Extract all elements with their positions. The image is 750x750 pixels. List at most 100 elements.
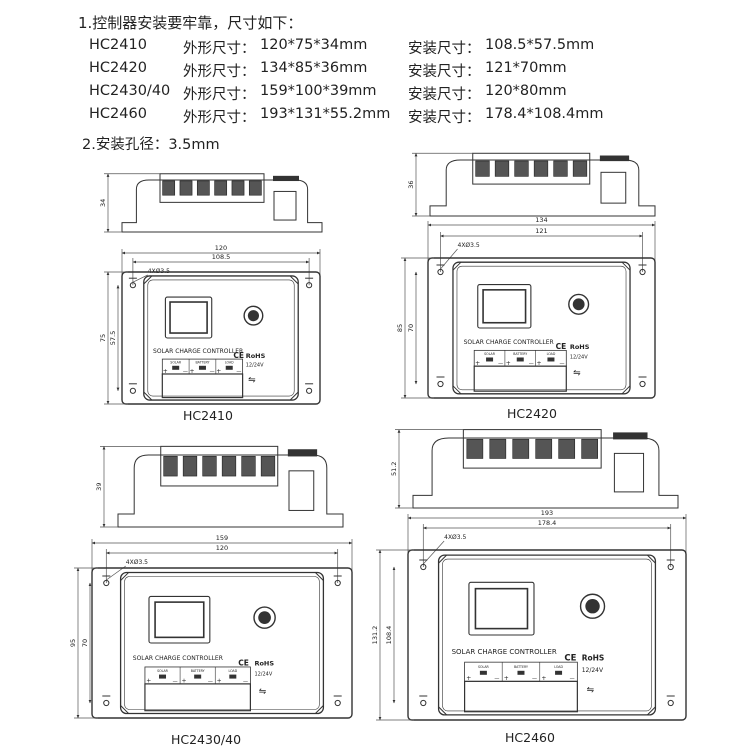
- diagram-2-corner: [621, 261, 631, 271]
- diagram-1-terminal-screw: [179, 180, 193, 196]
- diagram-2-display: [482, 289, 527, 324]
- spec-heading: 1.控制器安装要牢靠，尺寸如下：: [78, 14, 303, 32]
- diagram-3-controller-label: SOLAR CHARGE CONTROLLER: [133, 655, 223, 662]
- diagram-4-caption: HC2460: [505, 730, 555, 745]
- diagram-4-flange: [407, 549, 687, 721]
- diagram-3-terminal-minus: —: [208, 679, 213, 685]
- diagram-4-width-dim-label: 193: [541, 509, 553, 517]
- diagram-2-hole-label: 4XØ3.5: [458, 242, 480, 249]
- diagram-3-voltage-label: 12/24V: [254, 671, 272, 677]
- diagram-1-terminal-plus: +: [163, 368, 168, 375]
- diagram-3-caption: HC2430/40: [171, 732, 241, 747]
- diagram-2-terminal-plus: +: [506, 360, 511, 367]
- diagram-1-corner: [289, 275, 299, 285]
- diagram-4-depth-dim-label: 131.2: [371, 626, 379, 645]
- diagram-2-mount-hole: [437, 380, 444, 388]
- diagram-3-ce-mark: CE: [238, 659, 249, 668]
- diagram-2-corner: [452, 261, 462, 271]
- diagram-1-corner: [143, 391, 153, 401]
- diagram-4-terminal-name: BATTERY: [514, 665, 528, 669]
- diagram-2-terminal-screw: [572, 160, 588, 177]
- diagram-3-terminal-plus: +: [181, 678, 186, 685]
- diagram-2-terminal-plus: +: [536, 360, 541, 367]
- diagram-3-terminal-screw: [260, 455, 276, 477]
- diagram-1-side-view: [121, 173, 323, 233]
- diagram-1-depth-dim-label: 75: [99, 334, 107, 342]
- diagram-4-display-outer: [468, 581, 535, 636]
- spec-outer-value: 134*85*36mm: [260, 60, 368, 76]
- spec-outer-label: 外形尺寸：: [183, 64, 256, 80]
- diagram-2-cable-recess: [473, 365, 567, 392]
- diagram-4-button: [585, 599, 600, 614]
- diagram-2-body-inner: [456, 265, 627, 391]
- diagram-1-terminal-name: BATTERY: [195, 361, 209, 365]
- diagram-1-terminal-name: LOAD: [225, 361, 234, 365]
- diagram-1-terminal-symbol: [172, 365, 180, 370]
- diagram-1-mount-hole: [306, 387, 313, 394]
- diagram-3-terminal-screw: [163, 455, 178, 477]
- diagram-3-body-inner: [124, 576, 320, 710]
- diagram-3-terminal-screw: [182, 455, 198, 477]
- diagram-4-terminal-name: SOLAR: [478, 665, 490, 669]
- diagram-4-height-dim-label: 51.2: [390, 462, 398, 476]
- diagram-1-usb-cap: [273, 175, 299, 182]
- diagram-2-mount-hole: [437, 268, 444, 276]
- diagram-2-terminal-symbol: [547, 357, 555, 362]
- diagram-3-cable-recess: [144, 683, 251, 712]
- diagram-1-width-dim-label: 120: [215, 244, 227, 252]
- diagram-1-usb-box: [273, 190, 297, 221]
- diagram-3-terminal-plus: +: [146, 678, 151, 685]
- diagram-1-hole-leader: [132, 274, 148, 283]
- diagram-2-body: [452, 261, 631, 395]
- diagram-3-terminal-symbol: [229, 674, 237, 679]
- spec-mount-value: 178.4*108.4mm: [485, 106, 604, 122]
- diagram-4-terminal-screw: [489, 438, 507, 459]
- diagram-4-terminal-minus: —: [532, 676, 537, 682]
- diagram-2-terminal-name: SOLAR: [484, 352, 496, 356]
- spec-mount-value: 121*70mm: [485, 60, 567, 76]
- diagram-3-corner: [315, 705, 324, 714]
- spec-outer-value: 193*131*55.2mm: [260, 106, 391, 122]
- diagram-1-mount-hole: [129, 387, 136, 394]
- diagram-3-terminal-plus: +: [217, 678, 222, 685]
- diagram-3-terminal-symbol: [194, 674, 202, 679]
- diagram-1-button-ring: [243, 305, 264, 326]
- diagram-1-terminal-screw: [196, 180, 210, 196]
- diagram-4-ce-mark: CE: [564, 654, 576, 664]
- diagram-1-terminal-screw: [231, 180, 245, 196]
- diagram-1-terminal-minus: —: [236, 369, 241, 375]
- diagram-2-width-dim-label: 134: [535, 216, 547, 224]
- diagram-3-display-outer: [148, 595, 211, 644]
- diagram-4-terminal-symbol: [479, 670, 487, 675]
- diagram-4-rohs-mark: RoHS: [582, 654, 605, 663]
- diagram-1-rohs-mark: RoHS: [246, 352, 266, 360]
- diagram-2-usb-icon: ⇋: [573, 368, 581, 378]
- diagram-2-usb-box: [600, 171, 627, 204]
- diagram-3-mount-hole: [334, 579, 341, 587]
- diagram-4-cable-recess: [464, 680, 578, 713]
- diagram-4-corner: [438, 706, 447, 716]
- diagram-4-terminal-screw: [466, 438, 484, 459]
- diagram-3-usb-icon: ⇋: [259, 687, 267, 697]
- diagram-1-display-outer: [164, 296, 213, 339]
- diagram-1-body: [143, 275, 299, 401]
- diagram-3-terminal-minus: —: [173, 679, 178, 685]
- diagram-4-mount-hole: [667, 699, 674, 707]
- diagram-3-corner: [315, 572, 324, 581]
- diagram-4-terminal-minus: —: [494, 676, 499, 682]
- diagram-3-rohs-mark: RoHS: [254, 660, 274, 668]
- spec-outer-value: 159*100*39mm: [260, 83, 377, 99]
- diagram-1-mount-hole: [129, 282, 136, 289]
- diagram-4-display: [474, 587, 529, 630]
- diagram-1-mount-hole: [306, 282, 313, 289]
- diagram-4-side-view: [412, 429, 679, 509]
- spec-model: HC2430/40: [89, 83, 171, 99]
- diagram-4-terminal-plus: +: [504, 675, 509, 682]
- diagram-1-terminal-plus: +: [190, 368, 195, 375]
- diagram-2-hole-leader: [440, 248, 458, 270]
- diagram-3-display: [154, 601, 205, 639]
- diagram-4-mount-depth-dim-label: 108.4: [385, 626, 393, 645]
- diagram-2-mount-width-dim-label: 121: [535, 227, 547, 235]
- diagram-1-voltage-label: 12/24V: [246, 363, 264, 369]
